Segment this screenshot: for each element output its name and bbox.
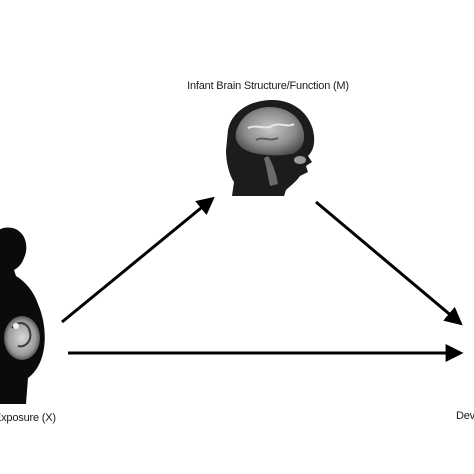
pregnant-silhouette-icon	[0, 227, 45, 404]
arrow-mediator-to-outcome	[315, 200, 463, 326]
infant-brain-mri-icon	[226, 100, 315, 196]
arrow-exposure-to-mediator	[61, 196, 215, 324]
outcome-label: Dev	[456, 410, 474, 422]
exposure-label: Exposure (X)	[0, 412, 56, 424]
mediator-label: Infant Brain Structure/Function (M)	[187, 80, 349, 92]
